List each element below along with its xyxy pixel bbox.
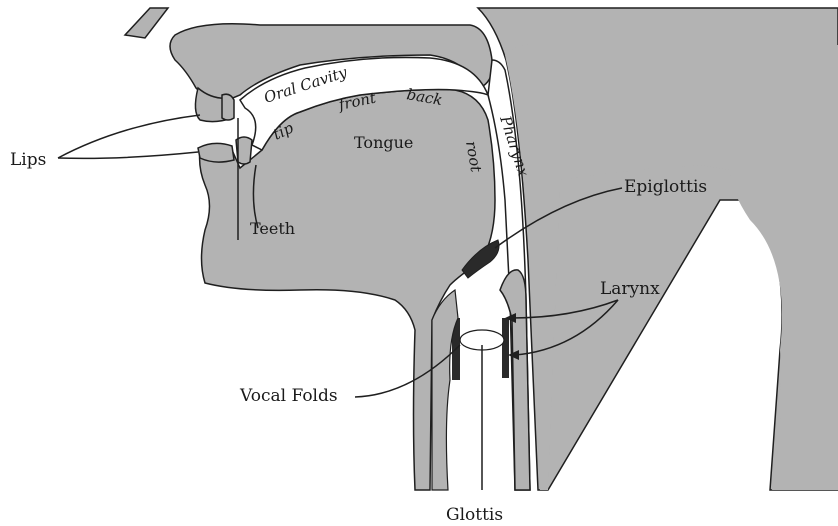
upper-teeth xyxy=(222,94,234,120)
lower-lip xyxy=(198,143,234,162)
label-tongue: Tongue xyxy=(354,133,413,152)
forehead-fragment xyxy=(125,8,168,38)
label-vocal-folds: Vocal Folds xyxy=(239,386,338,406)
label-glottis: Glottis xyxy=(446,505,503,525)
larynx-wall xyxy=(500,270,530,490)
larynx-inner-left xyxy=(432,290,458,490)
lips-pointer-lower xyxy=(58,152,198,158)
lips-pointer-upper xyxy=(58,115,200,158)
label-lips: Lips xyxy=(10,150,46,170)
label-epiglottis: Epiglottis xyxy=(624,177,707,197)
vocal-fold-right xyxy=(502,318,509,378)
label-teeth: Teeth xyxy=(250,219,295,238)
label-larynx: Larynx xyxy=(600,279,660,299)
